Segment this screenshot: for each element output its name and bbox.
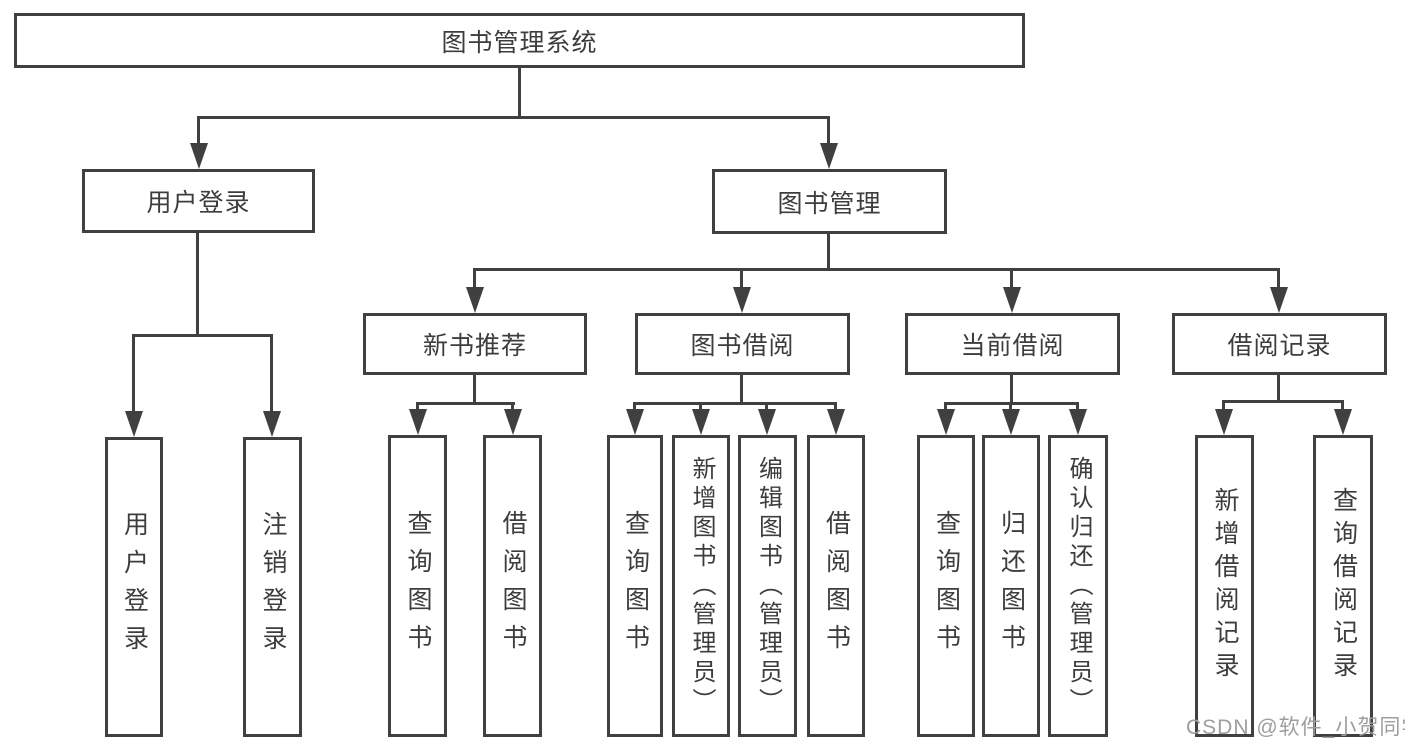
arrow-down-icon: [733, 270, 751, 313]
leaf-user-login: 用户登录: [105, 437, 163, 737]
leaf-query-books-recommend: 查询图书: [388, 435, 447, 737]
node-book-management-label: 图书管理: [777, 189, 882, 218]
arrow-down-icon: [692, 402, 710, 435]
leaf-add-books-admin: 新增图书（管理员）: [672, 435, 730, 737]
arrow-down-icon: [504, 402, 522, 435]
arrow-down-icon: [820, 118, 838, 169]
node-new-book-recommend-label: 新书推荐: [422, 332, 527, 360]
leaf-borrow-books-borrowing-label: 借阅图书: [822, 510, 851, 662]
arrow-down-icon: [190, 118, 208, 169]
node-library-management-system-label: 图书管理系统: [441, 28, 598, 57]
arrow-down-icon: [827, 402, 845, 435]
leaf-borrow-books-borrowing: 借阅图书: [807, 435, 865, 737]
leaf-add-books-admin-label: 新增图书（管理员）: [688, 455, 715, 717]
arrow-down-icon: [1002, 402, 1020, 435]
leaf-logout: 注销登录: [243, 437, 302, 737]
connector-line: [473, 268, 1280, 271]
arrow-down-icon: [466, 270, 484, 313]
arrow-down-icon: [409, 402, 427, 435]
leaf-logout-label: 注销登录: [259, 511, 287, 663]
leaf-confirm-return-admin: 确认归还（管理员）: [1048, 435, 1108, 737]
connector-line: [1222, 400, 1344, 403]
arrow-down-icon: [1215, 402, 1233, 435]
leaf-return-books: 归还图书: [982, 435, 1040, 737]
arrow-down-icon: [626, 402, 644, 435]
leaf-user-login-label: 用户登录: [120, 511, 149, 663]
arrow-down-icon: [1334, 402, 1352, 435]
arrow-down-icon: [1270, 270, 1288, 313]
node-borrowing-records-label: 借阅记录: [1227, 332, 1332, 360]
arrow-down-icon: [758, 402, 776, 435]
connector-line: [633, 402, 837, 405]
node-borrowing-records: 借阅记录: [1172, 313, 1387, 375]
leaf-query-books-borrowing: 查询图书: [607, 435, 663, 737]
connector-line: [1010, 373, 1013, 404]
leaf-edit-books-admin: 编辑图书（管理员）: [738, 435, 797, 737]
node-current-borrowing: 当前借阅: [905, 313, 1120, 375]
arrow-down-icon: [263, 336, 281, 437]
leaf-query-books-current-label: 查询图书: [932, 510, 961, 662]
leaf-confirm-return-admin-label: 确认归还（管理员）: [1065, 455, 1092, 717]
arrow-down-icon: [937, 402, 955, 435]
connector-line: [132, 334, 273, 337]
leaf-edit-books-admin-label: 编辑图书（管理员）: [754, 455, 782, 717]
arrow-down-icon: [1003, 270, 1021, 313]
leaf-borrow-books-recommend: 借阅图书: [483, 435, 542, 737]
connector-line: [197, 116, 830, 119]
leaf-add-borrow-record: 新增借阅记录: [1195, 435, 1254, 737]
connector-line: [518, 66, 521, 118]
leaf-query-books-borrowing-label: 查询图书: [621, 510, 650, 662]
csdn-watermark: CSDN @软件_小贺同学: [1186, 716, 1405, 739]
connector-line: [473, 373, 476, 404]
node-new-book-recommend: 新书推荐: [363, 313, 587, 375]
node-current-borrowing-label: 当前借阅: [960, 332, 1065, 360]
arrow-down-icon: [1069, 402, 1087, 435]
connector-line: [196, 231, 199, 336]
connector-line: [416, 402, 515, 405]
node-user-login: 用户登录: [82, 169, 315, 233]
node-book-management: 图书管理: [712, 169, 947, 234]
leaf-borrow-books-recommend-label: 借阅图书: [499, 510, 527, 662]
node-library-management-system: 图书管理系统: [14, 13, 1025, 68]
connector-line: [827, 232, 830, 271]
connector-line: [740, 373, 743, 404]
leaf-query-borrow-record-label: 查询借阅记录: [1329, 487, 1358, 685]
leaf-add-borrow-record-label: 新增借阅记录: [1211, 487, 1239, 685]
connector-line: [1277, 373, 1280, 402]
node-book-borrowing-label: 图书借阅: [690, 332, 795, 360]
leaf-query-books-recommend-label: 查询图书: [404, 510, 432, 662]
leaf-query-books-current: 查询图书: [917, 435, 975, 737]
node-user-login-label: 用户登录: [146, 189, 251, 217]
node-book-borrowing: 图书借阅: [635, 313, 850, 375]
leaf-query-borrow-record: 查询借阅记录: [1313, 435, 1373, 737]
leaf-return-books-label: 归还图书: [997, 510, 1026, 662]
arrow-down-icon: [125, 336, 143, 437]
